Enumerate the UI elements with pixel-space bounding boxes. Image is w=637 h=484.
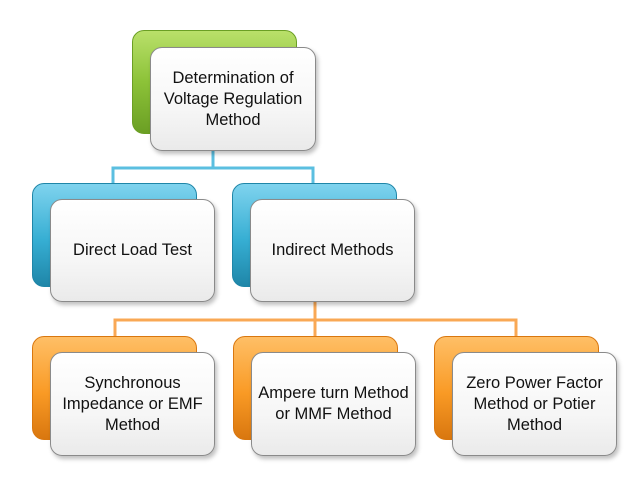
root-node-label: Determination of Voltage Regulation Meth… [163,68,303,129]
direct-load-test-box: Direct Load Test [50,199,215,302]
indirect-methods-box: Indirect Methods [250,199,415,302]
zero-power-factor-box: Zero Power Factor Method or Potier Metho… [452,352,617,456]
connector-indirect-to-level2-right [315,318,518,336]
connector-indirect-to-level2 [113,300,317,336]
connector-root-to-level1-right [213,166,315,183]
synchronous-impedance-label: Synchronous Impedance or EMF Method [62,373,203,434]
root-node-box: Determination of Voltage Regulation Meth… [150,47,316,151]
indirect-methods-label: Indirect Methods [271,241,394,259]
zero-power-factor-label: Zero Power Factor Method or Potier Metho… [466,373,603,434]
ampere-turn-box: Ampere turn Method or MMF Method [251,352,416,456]
direct-load-test-label: Direct Load Test [73,241,192,259]
ampere-turn-label: Ampere turn Method or MMF Method [258,384,409,423]
connector-root-to-level1 [111,150,215,183]
synchronous-impedance-box: Synchronous Impedance or EMF Method [50,352,215,456]
